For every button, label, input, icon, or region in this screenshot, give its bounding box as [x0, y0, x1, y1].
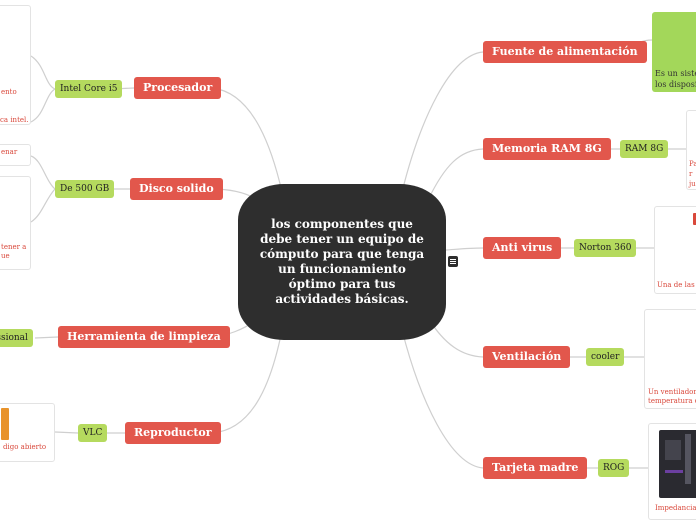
leaf-norton-360[interactable]: Norton 360	[574, 239, 637, 257]
leaf-500gb[interactable]: De 500 GB	[55, 180, 115, 198]
disco-note-text-2b: ue	[1, 252, 10, 260]
procesador-note-card: ento	[0, 5, 31, 125]
fuente-note-text-b: los disposi	[655, 80, 696, 89]
procesador-note-text-2: ca intel.	[0, 116, 29, 124]
tarjeta-note-card: Impedancia a	[648, 423, 696, 520]
ram-note-text-c: ju	[689, 180, 696, 188]
branch-disco-solido[interactable]: Disco solido	[130, 178, 223, 200]
leaf-vlc[interactable]: VLC	[78, 424, 108, 442]
ventilacion-note-text-b: temperatura d	[648, 397, 696, 405]
disco-note-text-2a: tener a	[1, 243, 27, 251]
disco-note-card-2: tener a ue	[0, 176, 31, 270]
branch-herramienta-limpieza[interactable]: Herramienta de limpieza	[58, 326, 230, 348]
ventilacion-note-text-a: Un ventilador	[648, 388, 696, 396]
reproductor-note-card: digo abierto	[0, 403, 55, 462]
ram-note-card	[686, 110, 696, 190]
motherboard-photo	[659, 430, 696, 498]
image-icon	[1, 408, 9, 440]
reproductor-note-text: digo abierto	[3, 443, 47, 451]
leaf-intel-core-i5[interactable]: Intel Core i5	[55, 80, 123, 98]
central-topic[interactable]: los componentes que debe tener un equipo…	[238, 184, 446, 340]
leaf-ram-8g[interactable]: RAM 8G	[620, 140, 669, 158]
disco-note-card-1: enar	[0, 144, 31, 166]
leaf-professional[interactable]: essional	[0, 329, 33, 347]
fuente-note-text-a: Es un siste	[655, 69, 696, 78]
branch-tarjeta-madre[interactable]: Tarjeta madre	[483, 457, 588, 479]
antivirus-logo	[693, 213, 696, 225]
procesador-note-text: ento	[1, 88, 17, 96]
branch-memoria-ram[interactable]: Memoria RAM 8G	[483, 138, 611, 160]
antivirus-note-card: Una de las r	[654, 206, 696, 294]
branch-procesador[interactable]: Procesador	[134, 77, 222, 99]
ventilacion-note-card: Un ventilador temperatura d	[644, 309, 696, 409]
ram-note-text-a: Pa	[689, 160, 696, 168]
leaf-rog[interactable]: ROG	[598, 459, 630, 477]
branch-anti-virus[interactable]: Anti virus	[483, 237, 562, 259]
ram-note-text-b: r	[689, 170, 693, 178]
disco-note-text-1: enar	[1, 148, 18, 156]
branch-reproductor[interactable]: Reproductor	[125, 422, 221, 444]
antivirus-note-text: Una de las r	[657, 281, 696, 289]
branch-fuente-alimentacion[interactable]: Fuente de alimentación	[483, 41, 647, 63]
branch-ventilacion[interactable]: Ventilación	[483, 346, 571, 368]
notes-icon[interactable]	[448, 256, 458, 267]
fuente-note-card	[652, 12, 696, 92]
tarjeta-note-text: Impedancia a	[655, 504, 696, 512]
leaf-cooler[interactable]: cooler	[586, 348, 625, 366]
